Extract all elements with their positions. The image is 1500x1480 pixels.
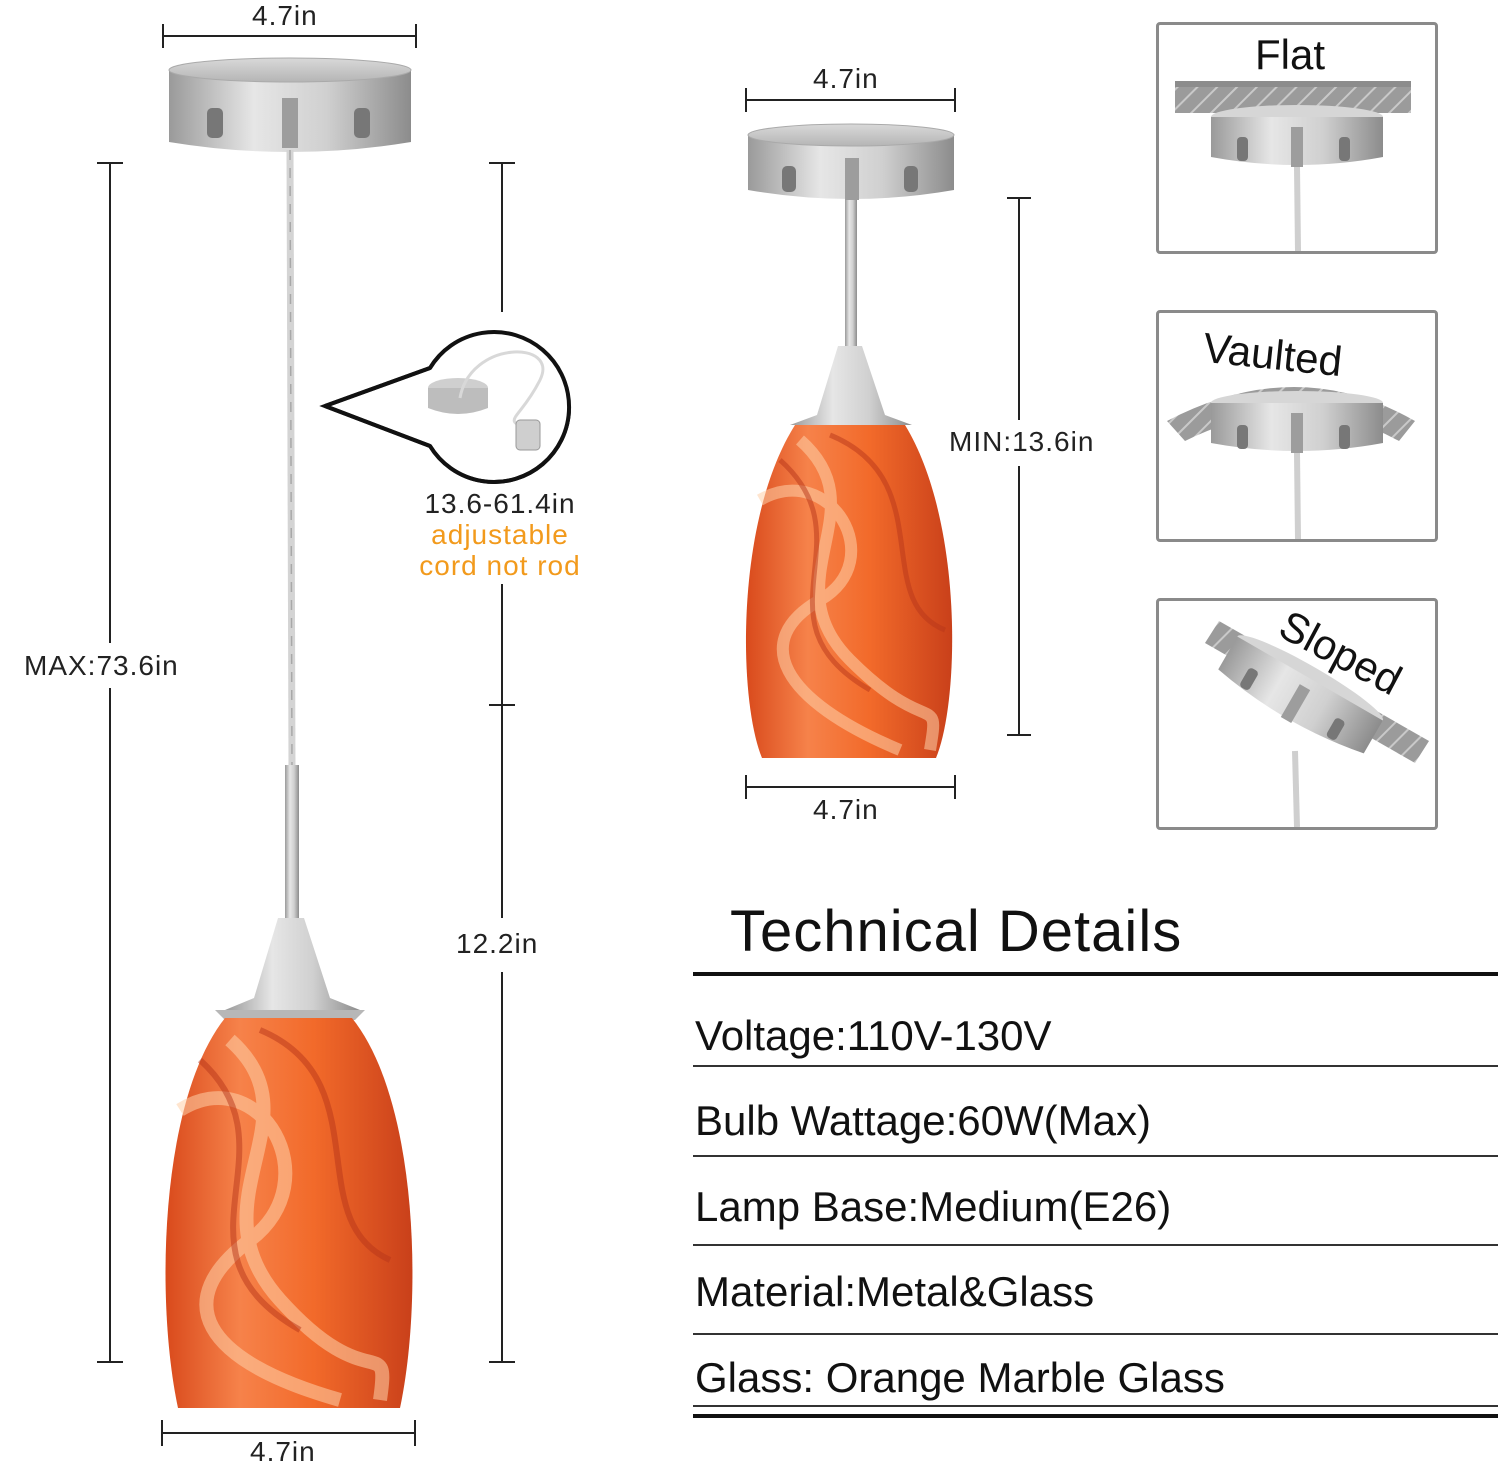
spec-bottom-rule bbox=[693, 1414, 1498, 1418]
spec-divider bbox=[693, 1405, 1498, 1407]
cord-note-line1: adjustable bbox=[431, 519, 569, 550]
left-rod bbox=[285, 765, 299, 920]
canopy-screw-icon bbox=[904, 166, 918, 192]
canopy-screw-icon bbox=[207, 108, 223, 138]
right-shade-width-label: 4.7in bbox=[813, 794, 879, 825]
cord-kit-callout bbox=[319, 326, 572, 484]
left-canopy-width-label: 4.7in bbox=[252, 0, 318, 31]
left-glass-shade bbox=[165, 1018, 413, 1408]
dim-lines-left bbox=[97, 24, 515, 1446]
right-canopy bbox=[747, 123, 955, 200]
left-socket-cap bbox=[225, 918, 360, 1010]
technical-details-title: Technical Details bbox=[730, 899, 1183, 964]
min-length-label: MIN:13.6in bbox=[947, 426, 1097, 458]
right-canopy-width-label: 4.7in bbox=[813, 63, 879, 94]
canopy-screw-icon bbox=[782, 166, 796, 192]
spec-bulb-wattage: Bulb Wattage:60W(Max) bbox=[695, 1097, 1151, 1144]
spec-top-rule bbox=[693, 972, 1498, 976]
left-canopy bbox=[168, 57, 412, 152]
spec-lamp-base: Lamp Base:Medium(E26) bbox=[695, 1183, 1172, 1230]
canopy-screw-icon bbox=[354, 108, 370, 138]
cord-note-line2: cord not rod bbox=[419, 550, 581, 581]
spec-divider bbox=[693, 1155, 1498, 1157]
flat-mount-panel: Flat bbox=[1156, 22, 1438, 254]
sloped-mount-panel: Sloped bbox=[1156, 598, 1438, 830]
cord-range-label: 13.6-61.4in bbox=[424, 488, 576, 519]
right-rod bbox=[845, 200, 857, 348]
spec-glass: Glass: Orange Marble Glass bbox=[695, 1354, 1225, 1401]
max-length-label: MAX:73.6in bbox=[24, 650, 179, 681]
vaulted-mount-panel: Vaulted bbox=[1156, 310, 1438, 542]
flat-mount-label: Flat bbox=[1255, 31, 1326, 78]
spec-voltage: Voltage:110V-130V bbox=[695, 1012, 1052, 1059]
spec-divider bbox=[693, 1065, 1498, 1067]
right-glass-shade bbox=[745, 425, 953, 758]
spec-material: Material:Metal&Glass bbox=[695, 1268, 1095, 1315]
dim-lines-right bbox=[745, 88, 1031, 799]
spec-divider bbox=[693, 1244, 1498, 1246]
right-socket-cap bbox=[790, 346, 912, 425]
cord-note: 13.6-61.4in adjustable cord not rod bbox=[400, 488, 600, 581]
spec-divider bbox=[693, 1333, 1498, 1335]
shade-height-label: 12.2in bbox=[456, 928, 539, 959]
left-shade-width-label: 4.7in bbox=[250, 1436, 316, 1467]
